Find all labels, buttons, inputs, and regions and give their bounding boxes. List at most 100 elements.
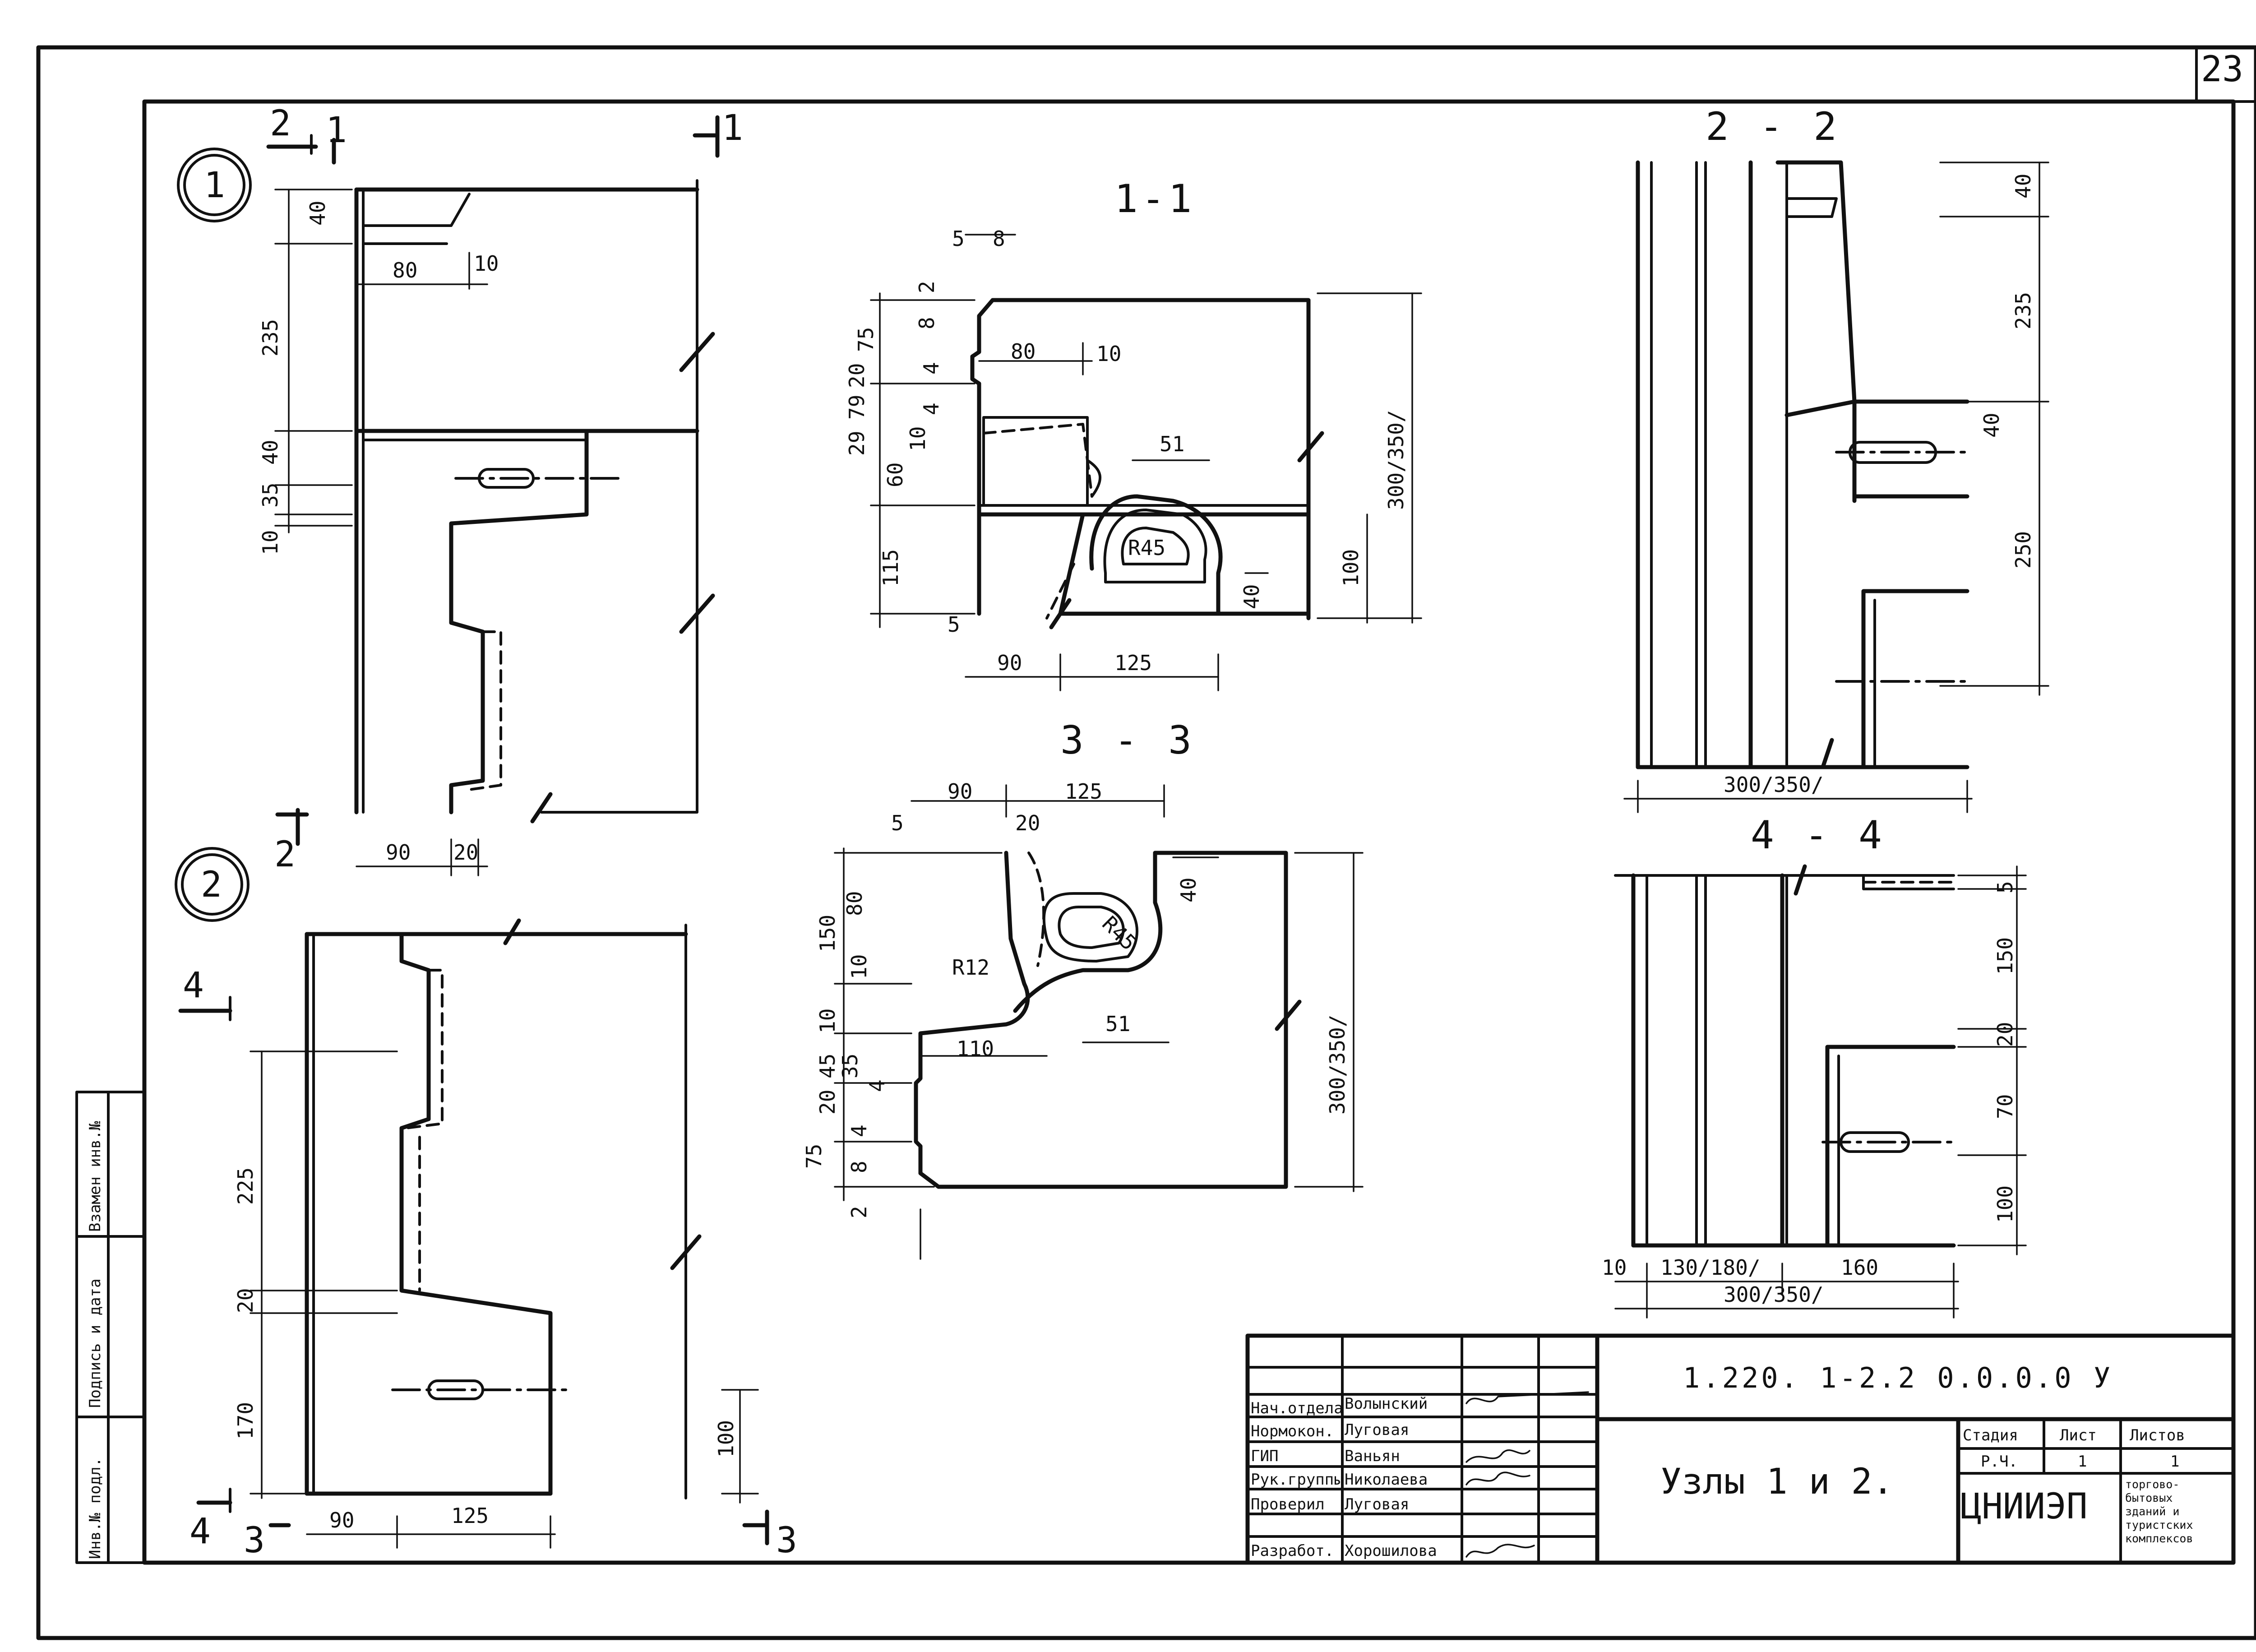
n1-dim-90: 90	[386, 840, 411, 865]
doc-code: 1.220. 1-2.2 0.0.0.0 У	[1683, 1361, 2113, 1394]
s33-dim-150: 150	[815, 915, 840, 952]
org-sub-1: бытовых	[2125, 1491, 2173, 1504]
org-sub-4: комплексов	[2125, 1532, 2193, 1545]
n1-dim-235: 235	[258, 319, 282, 356]
s11-dim-90: 90	[997, 651, 1022, 675]
s33-dim-5: 5	[891, 811, 904, 835]
s11-dim-R45: R45	[1128, 536, 1165, 560]
n2-dim-225: 225	[233, 1167, 258, 1205]
sheet-frame	[36, 45, 2256, 1640]
n2-dim-20: 20	[233, 1288, 258, 1313]
s11-dim-2: 2	[915, 281, 939, 293]
s44-dim-20: 20	[1993, 1022, 2017, 1047]
node-1-plan	[354, 179, 715, 824]
s11-dim-8: 8	[993, 227, 1005, 251]
s33-dim-300-350: 300/350/	[1325, 1014, 1350, 1115]
s33-dim-10: 10	[847, 954, 871, 979]
s33-dim-75: 75	[802, 1144, 826, 1169]
n1-dim-80: 80	[393, 258, 417, 282]
name-4: Луговая	[1345, 1495, 1409, 1513]
s33-dim-8: 8	[847, 1161, 871, 1173]
s33-dim-35: 35	[838, 1054, 862, 1078]
s11-dim-125: 125	[1114, 651, 1152, 675]
n1-dim-35: 35	[258, 483, 282, 508]
s33-dim-20: 20	[1015, 811, 1040, 835]
sheet-value: 1	[2078, 1453, 2087, 1471]
org-sub-3: туристских	[2125, 1518, 2193, 1532]
s44-dim-10: 10	[1602, 1255, 1627, 1280]
section-4-4-dimension-lines	[1614, 865, 2027, 1319]
s22-dim-235: 235	[2011, 292, 2035, 329]
s44-dim-70: 70	[1993, 1094, 2017, 1119]
section-1-1-drawing	[970, 298, 1324, 629]
name-5: Хорошилова	[1345, 1542, 1437, 1560]
s11-dim-60: 60	[883, 463, 907, 487]
s11-dim-75: 75	[854, 327, 878, 352]
s11-dim-29: 29	[845, 431, 869, 456]
name-2: Ваньян	[1345, 1447, 1400, 1465]
node-1-marker	[177, 148, 252, 222]
n2-dim-90: 90	[329, 1508, 354, 1532]
cut-4-bottom: 4	[190, 1511, 211, 1552]
stamp-inv-podl: Инв.№ подл.	[86, 1458, 104, 1559]
s11-dim-100: 100	[1339, 549, 1363, 587]
name-0: Волынский	[1345, 1395, 1428, 1413]
sheets-header: Листов	[2130, 1426, 2185, 1444]
s44-dim-130-180: 130/180/	[1660, 1255, 1761, 1280]
s11-dim-5: 5	[952, 227, 965, 251]
section-1-1-dimension-lines	[870, 234, 1422, 691]
node-2-cut-marks	[178, 996, 769, 1546]
role-0: Нач.отдела	[1251, 1399, 1343, 1417]
s11-dim-10b: 10	[906, 426, 930, 451]
s33-dim-51: 51	[1105, 1012, 1130, 1036]
cut-1-top-right: 1	[722, 108, 743, 148]
node-1-label: 1	[204, 165, 225, 206]
node-2-label: 2	[201, 865, 222, 905]
section-1-1-title: 1-1	[1114, 176, 1195, 222]
s11-dim-79: 79	[845, 395, 869, 420]
section-4-4-drawing	[1614, 864, 1956, 1248]
n1-dim-10-top: 10	[474, 251, 499, 276]
s33-dim-4: 4	[865, 1079, 889, 1092]
node-2-plan	[305, 918, 702, 1499]
title-block-grid	[1245, 1333, 2236, 1565]
n2-dim-125: 125	[451, 1504, 489, 1528]
section-3-3-dimension-lines	[834, 784, 1364, 1260]
s33-dim-45: 45	[815, 1054, 840, 1078]
name-1: Луговая	[1345, 1421, 1409, 1439]
node-2-dimension-lines	[250, 1050, 759, 1549]
org-sub-0: торгово-	[2125, 1478, 2179, 1491]
sheet-header: Лист	[2060, 1426, 2097, 1444]
cut-3-bottom-left: 3	[244, 1520, 265, 1561]
s11-dim-4b: 4	[919, 403, 943, 415]
s11-dim-40: 40	[1239, 584, 1264, 609]
n2-dim-170: 170	[233, 1402, 258, 1439]
s11-dim-4: 4	[919, 362, 943, 375]
s11-dim-51: 51	[1160, 432, 1184, 456]
s33-dim-90: 90	[948, 779, 972, 804]
name-3: Николаева	[1345, 1471, 1428, 1489]
n2-dim-100: 100	[714, 1420, 738, 1458]
side-stamp	[75, 1091, 146, 1564]
cut-1-top-left: 1	[326, 110, 347, 151]
sheets-value: 1	[2170, 1453, 2179, 1471]
org-sub-2: зданий и	[2125, 1505, 2179, 1518]
s33-dim-80: 80	[842, 891, 867, 916]
drawing-title: Узлы 1 и 2.	[1660, 1462, 1894, 1502]
s22-dim-40: 40	[2011, 174, 2035, 199]
role-3: Рук.группы	[1251, 1471, 1343, 1489]
signature-marks	[1465, 1391, 1589, 1558]
sheet-number: 23	[2201, 49, 2243, 90]
s33-dim-2: 2	[847, 1206, 871, 1218]
s44-dim-150: 150	[1993, 937, 2017, 975]
role-2: ГИП	[1251, 1447, 1278, 1465]
role-1: Нормокон.	[1251, 1422, 1334, 1440]
section-3-3-title: 3 - 3	[1060, 718, 1195, 763]
s11-dim-115: 115	[878, 549, 903, 587]
s11-dim-10: 10	[1096, 342, 1121, 366]
s33-dim-125: 125	[1065, 779, 1102, 804]
s11-dim-8b: 8	[915, 317, 939, 329]
s33-dim-R12: R12	[952, 955, 989, 980]
node-2-marker	[175, 847, 250, 922]
s11-dim-20: 20	[845, 363, 869, 388]
